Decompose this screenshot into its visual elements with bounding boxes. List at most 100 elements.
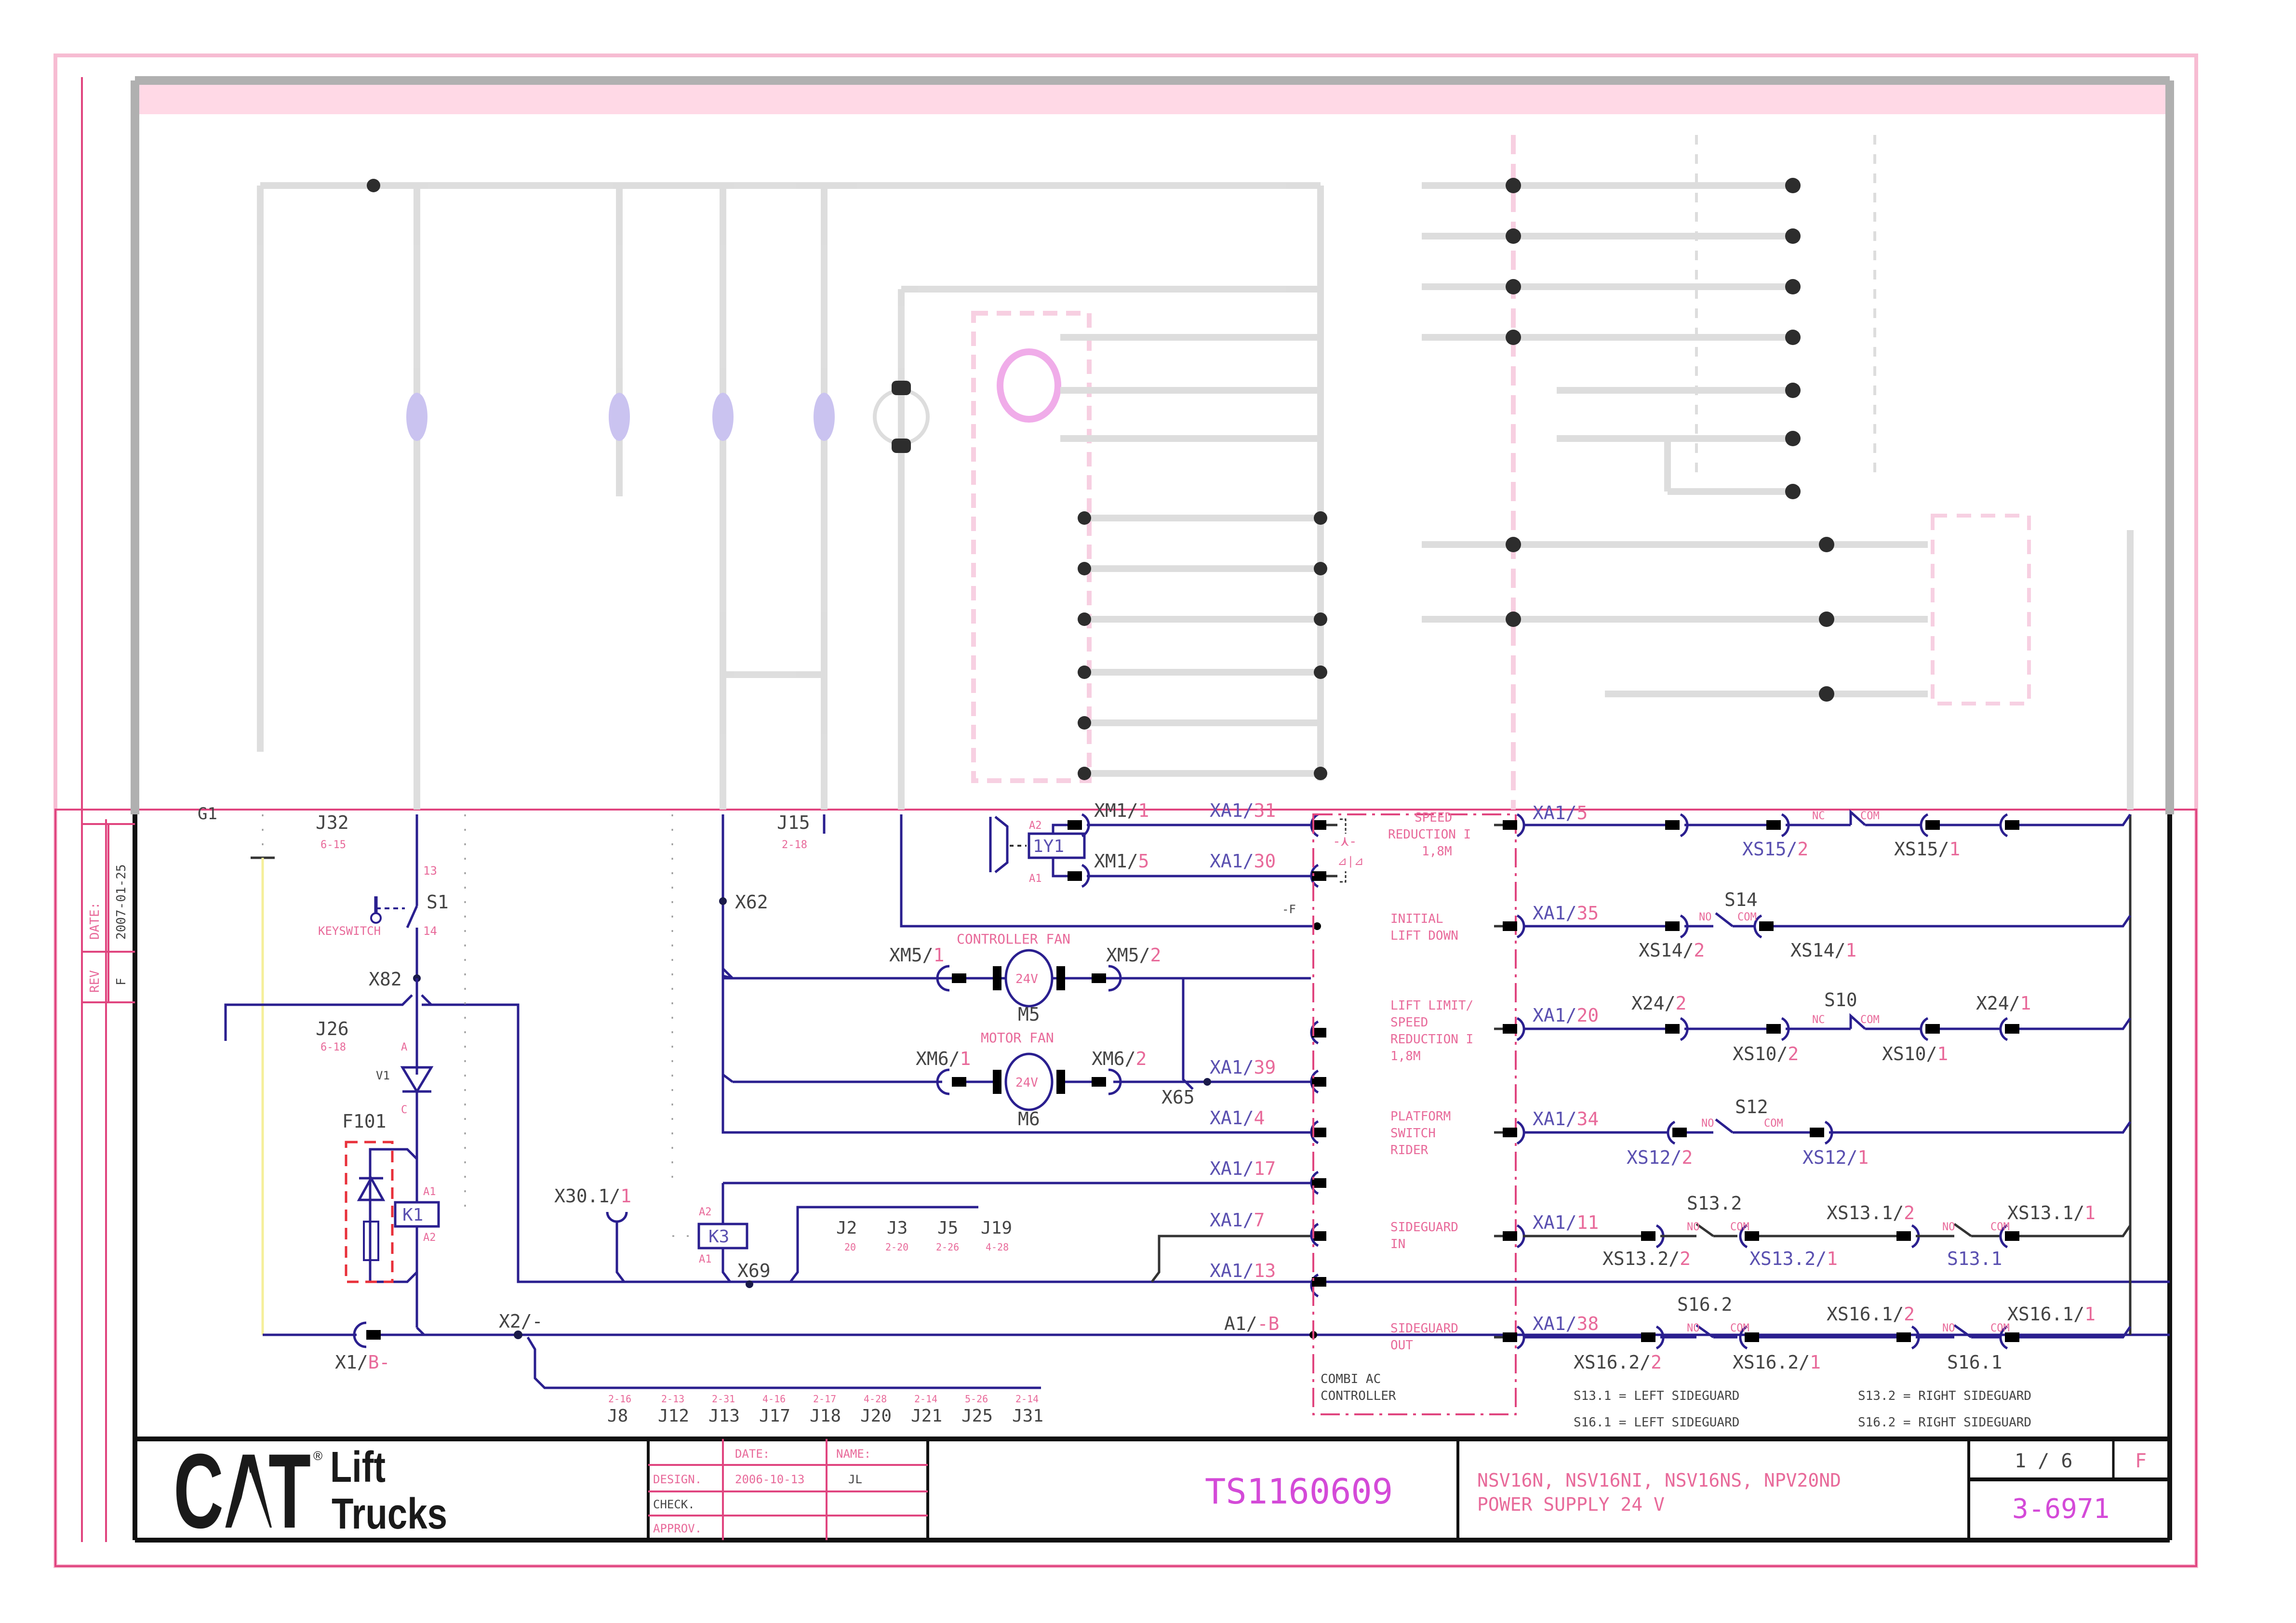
xa1-17-label: XA1/17	[1210, 1158, 1276, 1179]
x2-node	[514, 1330, 522, 1339]
row3-conn-right: XS10/1	[1882, 1043, 1948, 1064]
row6-conn-top-left: XS16.1/2	[1827, 1304, 1915, 1325]
faded-upper-schematic	[257, 135, 2134, 810]
controller-terminals-left	[1310, 813, 1337, 1298]
x69-label: X69	[737, 1260, 771, 1281]
row5-no-2: NO	[1942, 1221, 1955, 1233]
row1-xa: XA1/5	[1533, 802, 1588, 824]
key-icon	[370, 912, 382, 924]
no-switch-icon	[1695, 1324, 1714, 1339]
xa1-39-label: XA1/39	[1210, 1057, 1276, 1078]
speed-sensor-icon: -⋏-	[1333, 833, 1357, 849]
jumper-j25-sub: 5-26	[965, 1393, 988, 1405]
row3-conn-left: XS10/2	[1733, 1043, 1799, 1064]
revision-strip: DATE: 2007-01-25 REV F	[82, 823, 135, 1003]
xm1-5-label: XM1/5	[1094, 851, 1149, 872]
row3-caption-1: LIFT LIMIT/	[1390, 998, 1473, 1013]
jumper-j20-sub: 4-28	[864, 1393, 887, 1405]
approval-design-name: JL	[848, 1473, 862, 1486]
approval-design-date: 2006-10-13	[735, 1473, 805, 1486]
row4-switch: S12	[1735, 1096, 1768, 1117]
logo-brand: CAT	[174, 1432, 311, 1550]
revision-label: REV	[88, 970, 102, 993]
jumper-j19-sub: 4-28	[986, 1241, 1009, 1253]
row2-switch: S14	[1724, 889, 1758, 910]
diode-cathode: C	[401, 1104, 407, 1116]
no-switch-icon	[1953, 1324, 1972, 1339]
jumper-j3: J3	[887, 1218, 908, 1238]
row4-com: COM	[1764, 1117, 1783, 1130]
jumper-j20: J20	[860, 1406, 892, 1426]
valve-a2: A2	[1029, 820, 1042, 832]
keyswitch-s1: 13 S1 KEYSWITCH 14	[318, 864, 449, 978]
revision-letter: F	[2135, 1450, 2147, 1472]
jumper-j17-sub: 4-16	[762, 1393, 786, 1405]
j15-sub: 2-18	[782, 839, 807, 851]
row5-conn-top-left: XS13.1/2	[1827, 1202, 1915, 1224]
row4-xa: XA1/34	[1533, 1108, 1599, 1130]
row6-switch: S16.2	[1677, 1294, 1732, 1315]
xm6-2-label: XM6/2	[1092, 1048, 1147, 1069]
valve-a1: A1	[1029, 873, 1042, 885]
row3-switch: S10	[1824, 989, 1857, 1011]
title-block	[647, 1439, 2170, 1540]
row2-no: NO	[1699, 911, 1712, 923]
x62-label: X62	[735, 891, 768, 913]
sheet-number: 1 / 6	[2015, 1450, 2072, 1472]
xm5-2-label: XM5/2	[1106, 945, 1161, 966]
document-number: 3-6971	[2012, 1493, 2109, 1525]
row3-x24-2: X24/2	[1631, 993, 1686, 1014]
x82-label: X82	[369, 969, 402, 990]
row5-conn-mid: XS13.2/1	[1749, 1248, 1838, 1269]
row4-conn-right: XS12/1	[1802, 1147, 1869, 1168]
x65-node	[1203, 1078, 1211, 1086]
row-sideguard-out: XA1/38 S16.2 NO COM XS16.1/2 XS16.1/1 NO…	[1494, 1294, 2132, 1373]
row3-nc: NC	[1812, 1014, 1825, 1026]
row-sideguard-in: XA1/11 S13.2 NO COM XS13.1/2 XS13.1/1 NO…	[1494, 1193, 2132, 1269]
jumper-j31-sub: 2-14	[1015, 1393, 1039, 1405]
legend-s16-1: S16.1 = LEFT SIDEGUARD	[1574, 1415, 1739, 1430]
row6-no-2: NO	[1942, 1322, 1955, 1334]
row6-conn-left: XS16.2/2	[1574, 1352, 1662, 1373]
legend-s16-2: S16.2 = RIGHT SIDEGUARD	[1858, 1415, 2031, 1430]
jumpers-bottom: J8 J12 J13 J17 J18 J20 J21 J25 J31	[607, 1406, 1043, 1426]
xa1-31-label: XA1/31	[1210, 800, 1276, 821]
row5-conn-left: XS13.2/2	[1602, 1248, 1691, 1269]
row6-xa: XA1/38	[1533, 1313, 1599, 1334]
battery-label: G1	[198, 804, 217, 824]
valve-label: 1Y1	[1033, 837, 1064, 856]
controller-fan-m5: CONTROLLER FAN 24V M5 XM5/1 XM5/2	[722, 931, 1194, 1090]
jumper-j13-sub: 2-31	[712, 1393, 735, 1405]
row1-com: COM	[1860, 810, 1880, 822]
relay-k1-label: K1	[402, 1205, 423, 1225]
middle-circuit: 1Y1 A2 A1 XM1/1 XA1/31 XM1/5 XA1/30 -F C…	[721, 800, 1517, 1415]
sideguard-legend: S13.1 = LEFT SIDEGUARD S13.2 = RIGHT SID…	[1574, 1389, 2031, 1430]
row5-caption-2: IN	[1390, 1237, 1405, 1251]
revision-date-label: DATE:	[88, 902, 102, 940]
jumper-j5: J5	[937, 1218, 958, 1238]
svg-text:®: ®	[313, 1449, 322, 1463]
xm5-1-label: XM5/1	[889, 945, 944, 966]
xa1-13-label: XA1/13	[1210, 1260, 1276, 1281]
valve-coil-icon	[989, 816, 1009, 873]
row6-caption-1: SIDEGUARD	[1390, 1321, 1458, 1336]
jumper-j21: J21	[911, 1406, 942, 1426]
row3-caption-4: 1,8M	[1390, 1049, 1421, 1064]
jumper-j8-sub: 2-16	[608, 1393, 631, 1405]
controller-fan-motor: M5	[1018, 1004, 1040, 1025]
row3-x24-1: X24/1	[1976, 993, 2031, 1014]
jumper-j5-sub: 2-26	[936, 1241, 959, 1253]
relay-k1-a1: A1	[423, 1186, 436, 1198]
no-switch-icon	[1715, 912, 1734, 927]
f-marker: -F	[1282, 903, 1296, 916]
relay-k3-a2: A2	[699, 1206, 712, 1218]
relay-k3-label: K3	[708, 1227, 729, 1247]
nc-switch-icon	[1849, 809, 1866, 826]
row-captions: SPEED REDUCTION I 1,8M INITIAL LIFT DOWN…	[1388, 811, 1473, 1353]
x1-connector-cap	[353, 1321, 367, 1348]
x30-label: X30.1/1	[554, 1185, 631, 1207]
relay-k1-a2: A2	[423, 1232, 436, 1244]
row3-caption-3: REDUCTION I	[1390, 1032, 1473, 1047]
row2-com: COM	[1737, 911, 1757, 923]
